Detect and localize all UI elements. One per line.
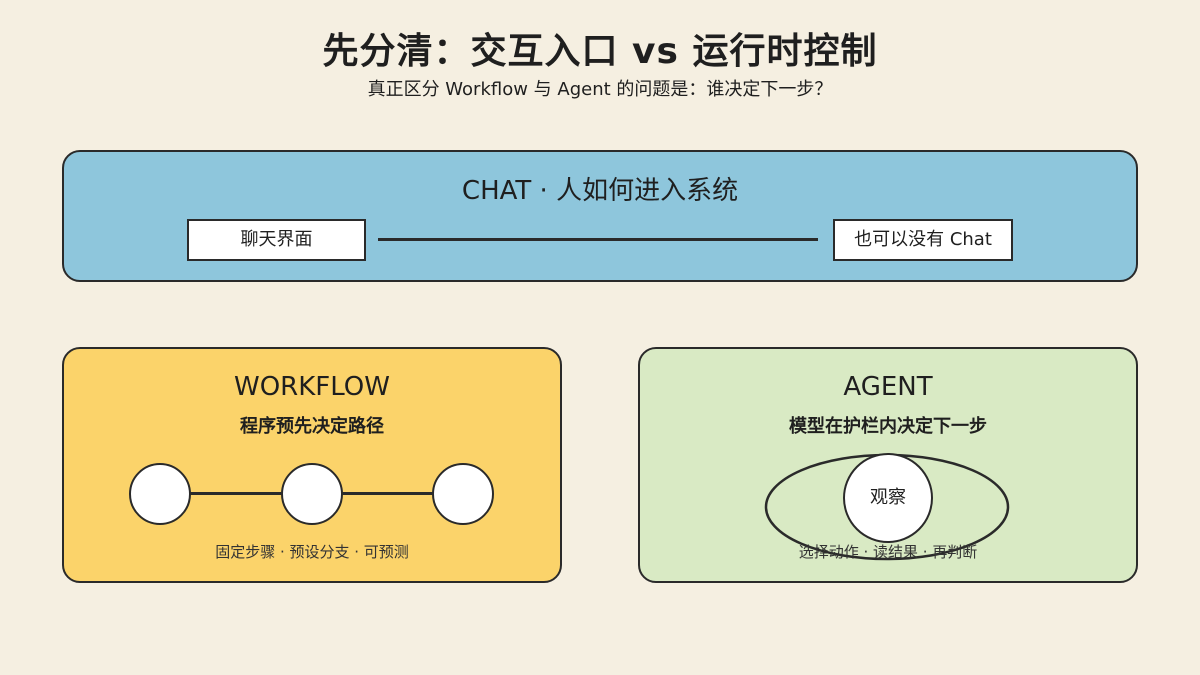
workflow-subtitle: 程序预先决定路径 bbox=[240, 416, 384, 437]
workflow-footer: 固定步骤 · 预设分支 · 可预测 bbox=[215, 543, 409, 561]
agent-subtitle: 模型在护栏内决定下一步 bbox=[789, 416, 987, 437]
chat-connector-line bbox=[378, 238, 818, 241]
workflow-step-node bbox=[129, 463, 191, 525]
observe-node: 观察 bbox=[843, 453, 933, 543]
chat-panel-title: CHAT · 人如何进入系统 bbox=[461, 176, 739, 206]
page-title: 先分清：交互入口 vs 运行时控制 bbox=[322, 31, 878, 72]
agent-title: AGENT bbox=[843, 372, 933, 402]
workflow-edge bbox=[342, 492, 433, 495]
chat-interface-box: 聊天界面 bbox=[187, 219, 366, 261]
no-chat-box: 也可以没有 Chat bbox=[833, 219, 1013, 261]
page-subtitle: 真正区分 Workflow 与 Agent 的问题是：谁决定下一步？ bbox=[367, 79, 833, 100]
workflow-step-node bbox=[281, 463, 343, 525]
workflow-step-node bbox=[432, 463, 494, 525]
agent-footer: 选择动作 · 读结果 · 再判断 bbox=[798, 543, 978, 561]
workflow-edge bbox=[190, 492, 282, 495]
workflow-title: WORKFLOW bbox=[234, 372, 390, 402]
